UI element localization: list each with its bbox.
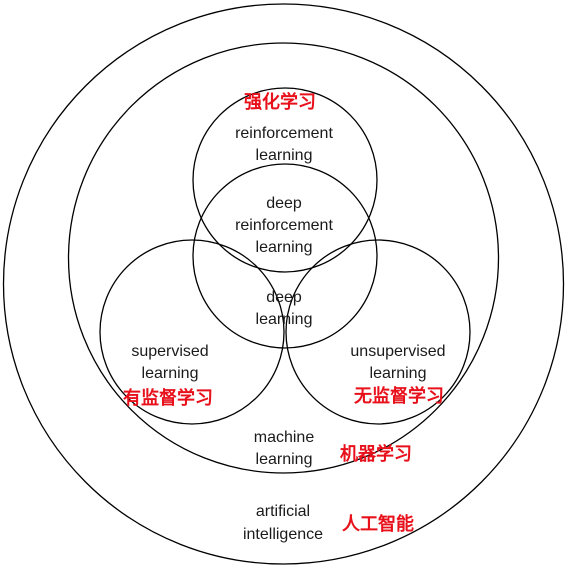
deep-learning-circle xyxy=(192,163,378,349)
machine-learning-label-line2: learning xyxy=(256,451,313,468)
unsupervised-learning-zh-label: 无监督学习 xyxy=(354,385,444,407)
supervised-learning-circle xyxy=(99,239,285,425)
reinforcement-learning-label-line2: learning xyxy=(256,147,313,164)
artificial-intelligence-zh-label: 人工智能 xyxy=(342,513,414,535)
reinforcement-learning-label-line1: reinforcement xyxy=(235,125,333,142)
artificial-intelligence-circle xyxy=(2,3,565,565)
unsupervised-learning-label-line1: unsupervised xyxy=(350,343,445,360)
reinforcement-learning-zh-label: 强化学习 xyxy=(244,91,316,113)
reinforcement-learning-circle xyxy=(192,87,378,273)
machine-learning-circle xyxy=(67,42,500,474)
supervised-learning-label-line2: learning xyxy=(142,365,199,382)
artificial-intelligence-label-line2: intelligence xyxy=(243,526,323,543)
deep-reinforcement-learning-label-line2: reinforcement xyxy=(235,217,333,234)
deep-learning-label-line2: learning xyxy=(256,311,313,328)
machine-learning-label-line1: machine xyxy=(254,429,315,446)
supervised-learning-zh-label: 有监督学习 xyxy=(123,387,213,409)
deep-learning-label-line1: deep xyxy=(266,289,302,306)
machine-learning-zh-label: 机器学习 xyxy=(340,443,412,465)
unsupervised-learning-label-line2: learning xyxy=(370,365,427,382)
artificial-intelligence-label-line1: artificial xyxy=(256,503,310,520)
unsupervised-learning-circle xyxy=(285,239,471,425)
deep-reinforcement-learning-label-line3: learning xyxy=(256,239,313,256)
deep-reinforcement-learning-label-line1: deep xyxy=(266,195,302,212)
supervised-learning-label-line1: supervised xyxy=(131,343,208,360)
